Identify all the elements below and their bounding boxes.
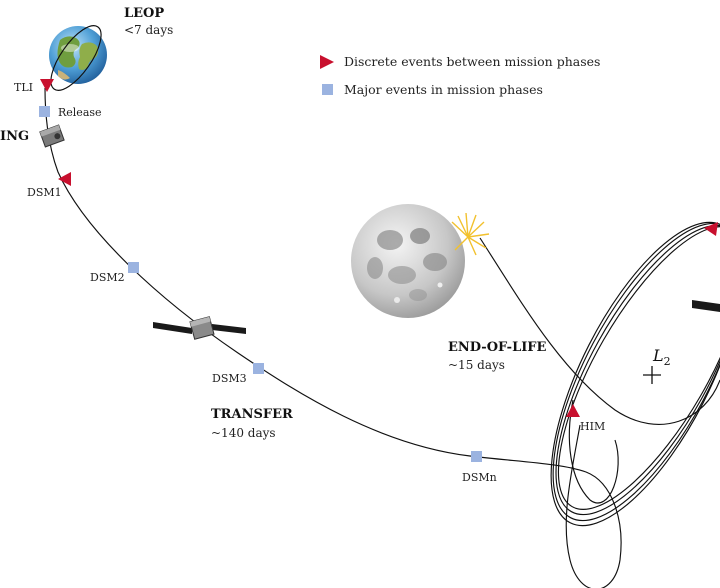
release-label: Release [58, 106, 102, 119]
transfer-title: TRANSFER [211, 407, 293, 422]
dsmn-label: DSMn [462, 471, 497, 484]
discrete-event-markers [40, 55, 718, 417]
end-of-life-title: END-OF-LIFE [448, 340, 547, 355]
end-of-life-trajectory [479, 237, 720, 425]
earth-icon [49, 26, 107, 84]
dsm2-marker [128, 262, 139, 273]
tli-marker [40, 79, 54, 92]
trajectory [44, 25, 720, 588]
him-marker [566, 404, 580, 417]
legend-major-marker [322, 84, 333, 95]
transfer-duration: ~140 days [211, 426, 276, 440]
dsm1-marker [58, 172, 71, 186]
end-of-life-duration: ~15 days [448, 358, 505, 372]
spacecraft-icon [153, 316, 246, 340]
impact-burst-icon [451, 212, 490, 256]
him-label: HIM [580, 420, 605, 433]
legend: Discrete events between mission phases M… [344, 54, 600, 97]
commissioning-title-partial: ING [0, 129, 29, 144]
release-marker [39, 106, 50, 117]
tli-label: TLI [14, 81, 33, 94]
dsmn-marker [471, 451, 482, 462]
legend-discrete-label: Discrete events between mission phases [344, 54, 600, 69]
leop-title: LEOP [124, 6, 164, 21]
dsm2-label: DSM2 [90, 271, 125, 284]
spacecraft-icon [692, 300, 720, 312]
dsm1-label: DSM1 [27, 186, 62, 199]
leop-orbit [50, 25, 102, 91]
major-event-markers [39, 84, 482, 462]
transfer-trajectory [44, 87, 622, 588]
l2-label: L2 [652, 346, 671, 368]
spacecraft-icon [39, 124, 65, 148]
dsm3-label: DSM3 [212, 372, 247, 385]
l2-point-icon [643, 366, 661, 384]
leop-duration: <7 days [124, 23, 173, 37]
halo-entry-marker [704, 222, 718, 236]
moon-icon [351, 204, 465, 318]
dsm3-marker [253, 363, 264, 374]
halo-orbit [550, 221, 720, 527]
legend-major-label: Major events in mission phases [344, 82, 543, 97]
legend-discrete-marker [320, 55, 334, 69]
